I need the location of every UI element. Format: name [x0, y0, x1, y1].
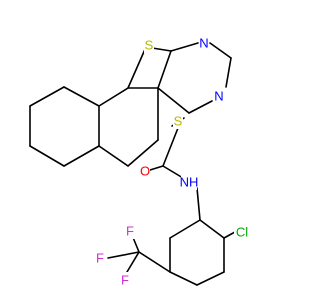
nh_amide-label-background: [181, 174, 197, 190]
bond: [126, 251, 140, 273]
bond: [162, 127, 179, 167]
o_carbonyl-label-background: [140, 163, 150, 179]
bond: [170, 42, 199, 52]
bond: [98, 145, 129, 167]
atom-label-f_bottom: F: [121, 273, 129, 288]
bond: [107, 251, 140, 259]
bonds: [29, 42, 236, 286]
bond: [196, 187, 201, 221]
bond: [138, 251, 171, 273]
atom-label-cl: Cl: [236, 225, 248, 240]
atom-label-n_pyrimidine_1: N: [199, 36, 208, 51]
bond: [29, 145, 65, 167]
atom-label-f_left: F: [96, 251, 104, 266]
n_pyrimidine_2-label-background: [214, 88, 224, 104]
bond: [63, 145, 100, 167]
bond: [199, 219, 225, 239]
bond: [29, 86, 65, 107]
atom-label-s_thioether: S: [174, 114, 183, 129]
f_left-label-background: [95, 250, 105, 266]
bond: [127, 139, 159, 167]
atom-label-s_thiophene: S: [145, 38, 154, 53]
cl-label-background: [234, 224, 250, 240]
bond: [209, 42, 232, 59]
atom-label-nh_amide: NH: [180, 175, 199, 190]
bond: [162, 165, 184, 179]
bond: [188, 100, 213, 114]
bond: [157, 87, 190, 114]
bond: [63, 86, 100, 107]
n_pyrimidine_1-label-background: [199, 35, 209, 51]
atom-label-f_top: F: [126, 224, 134, 239]
bond: [223, 231, 236, 239]
s_thiophene-label-background: [144, 37, 154, 53]
bond: [169, 219, 201, 239]
bond: [225, 57, 232, 88]
bond: [149, 165, 164, 171]
bond: [169, 271, 198, 286]
bond: [196, 271, 225, 286]
f_bottom-label-background: [120, 272, 130, 288]
atom-label-o_carbonyl: O: [140, 164, 150, 179]
bond: [127, 46, 147, 89]
s_thioether-label-background: [173, 113, 183, 129]
bond: [157, 50, 172, 89]
f_top-label-background: [125, 223, 135, 239]
bond: [98, 87, 129, 107]
atom-label-n_pyrimidine_2: N: [214, 89, 223, 104]
